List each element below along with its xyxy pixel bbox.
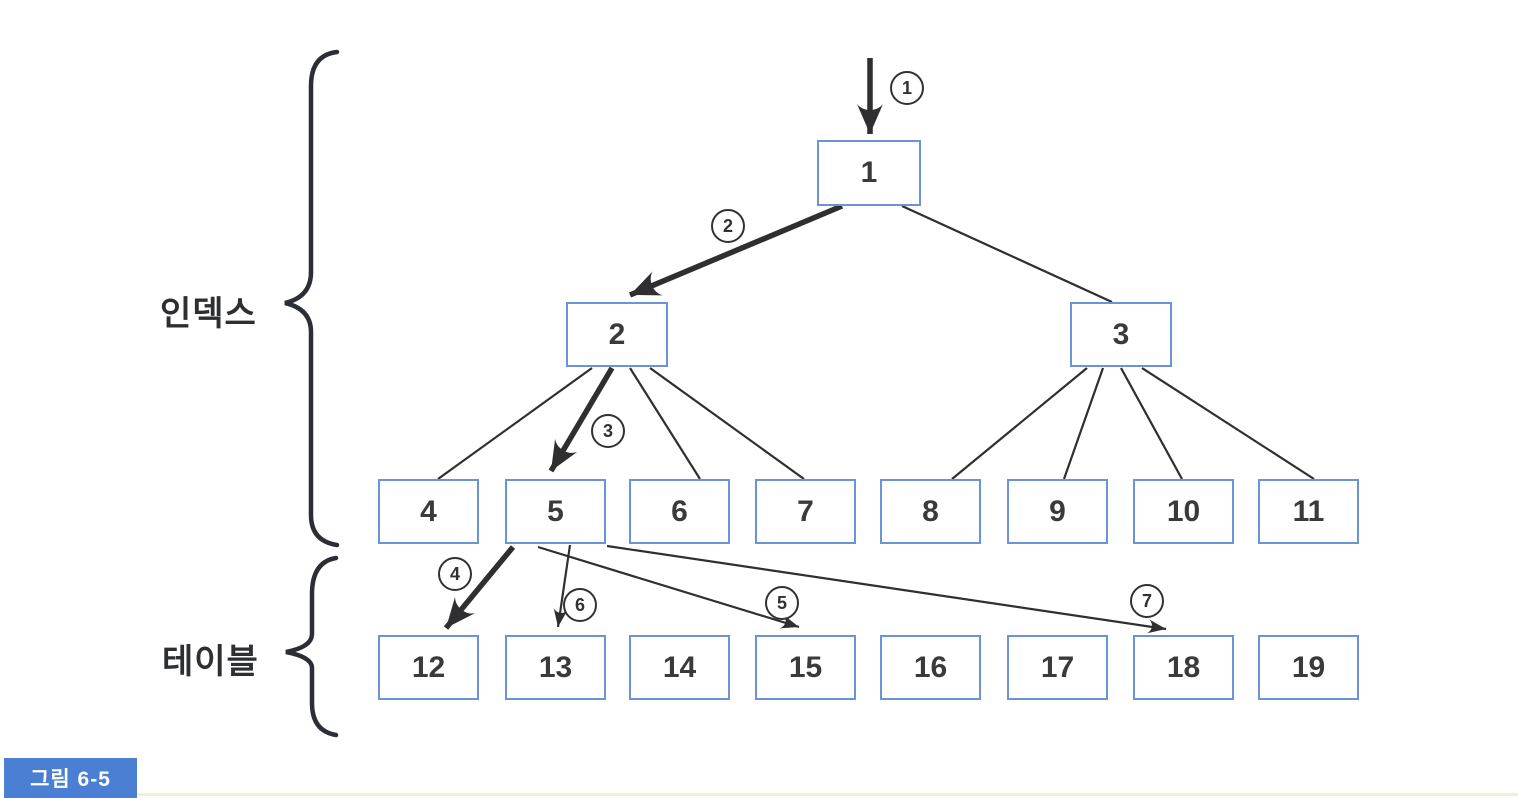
index-node-10: 10 bbox=[1133, 479, 1234, 544]
step-2-badge: 2 bbox=[711, 209, 745, 243]
figure-caption-badge: 그림 6-5 bbox=[4, 758, 137, 798]
table-block-13: 13 bbox=[505, 635, 606, 700]
step-6-badge: 6 bbox=[563, 588, 597, 622]
index-node-5: 5 bbox=[505, 479, 606, 544]
index-node-6: 6 bbox=[629, 479, 730, 544]
step-4-badge: 4 bbox=[438, 557, 472, 591]
table-block-12: 12 bbox=[378, 635, 479, 700]
index-node-11: 11 bbox=[1258, 479, 1359, 544]
table-brace bbox=[285, 555, 339, 738]
index-node-8: 8 bbox=[880, 479, 981, 544]
step-3-badge: 3 bbox=[591, 414, 625, 448]
thin-pointer-arrows bbox=[537, 544, 1167, 634]
index-brace bbox=[284, 49, 340, 548]
index-node-1: 1 bbox=[817, 140, 921, 206]
page-bottom-rule bbox=[95, 793, 1518, 796]
index-node-7: 7 bbox=[755, 479, 856, 544]
bold-traversal-arrows bbox=[443, 58, 883, 630]
tree-edges bbox=[437, 204, 1315, 480]
index-node-9: 9 bbox=[1007, 479, 1108, 544]
table-block-17: 17 bbox=[1007, 635, 1108, 700]
index-node-4: 4 bbox=[378, 479, 479, 544]
index-group-label: 인덱스 bbox=[160, 295, 257, 333]
index-node-3: 3 bbox=[1070, 302, 1172, 367]
table-block-14: 14 bbox=[629, 635, 730, 700]
step-1-badge: 1 bbox=[890, 71, 924, 105]
step-5-badge: 5 bbox=[765, 586, 799, 620]
table-group-label: 테이블 bbox=[162, 643, 259, 681]
table-block-19: 19 bbox=[1258, 635, 1359, 700]
table-block-15: 15 bbox=[755, 635, 856, 700]
step-7-badge: 7 bbox=[1130, 584, 1164, 618]
table-block-18: 18 bbox=[1133, 635, 1234, 700]
index-node-2: 2 bbox=[566, 302, 668, 367]
table-block-16: 16 bbox=[880, 635, 981, 700]
